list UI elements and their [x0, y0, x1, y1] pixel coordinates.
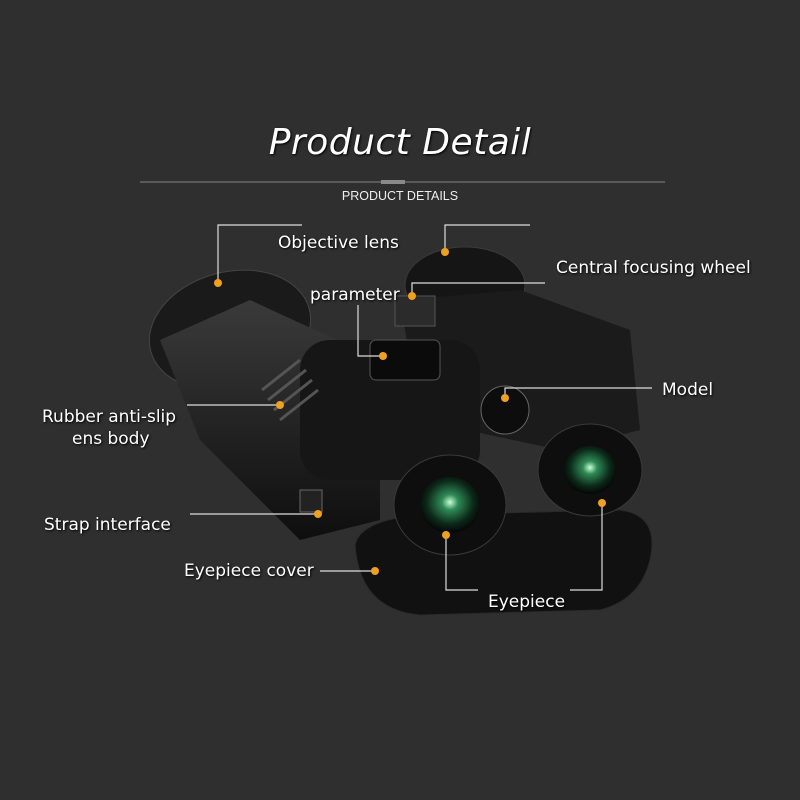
page-title: Product Detail — [268, 122, 532, 163]
callout-objective-lens: Objective lens — [278, 233, 399, 253]
divider-mark — [381, 180, 405, 184]
callout-eyepiece: Eyepiece — [488, 592, 566, 612]
callout-central-focusing-wheel: Central focusing wheel — [556, 258, 751, 278]
callout-strap-interface: Strap interface — [44, 515, 171, 535]
callout-parameter: parameter — [310, 285, 400, 305]
callout-rubber-line2: ens body — [72, 429, 150, 449]
page-subtitle: PRODUCT DETAILS — [341, 189, 459, 203]
callout-dots — [214, 248, 606, 575]
callout-model: Model — [662, 380, 714, 400]
callout-eyepiece-cover: Eyepiece cover — [184, 561, 314, 581]
callout-rubber-line1: Rubber anti-slip — [42, 407, 177, 427]
